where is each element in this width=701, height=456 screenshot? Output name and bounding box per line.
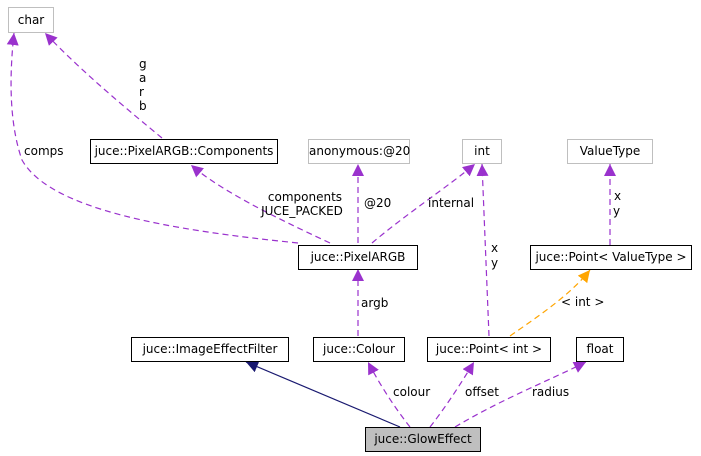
edge-point-int-to-point-template (509, 269, 591, 337)
label-g: g (139, 57, 147, 71)
label-r: r (139, 85, 144, 99)
label-at20: @20 (364, 196, 392, 210)
node-image-effect-filter[interactable]: juce::ImageEffectFilter (131, 337, 289, 362)
label-valuetype-x: x (614, 189, 622, 203)
node-point-int[interactable]: juce::Point< int > (427, 337, 551, 362)
label-a: a (139, 71, 147, 85)
node-pixelargb[interactable]: juce::PixelARGB (298, 245, 418, 270)
edge-point-int-to-int (476, 163, 490, 337)
edge-pixelargb-to-int (371, 163, 476, 244)
label-point-y: y (491, 256, 499, 270)
label-radius: radius (532, 385, 570, 399)
node-glow-effect[interactable]: juce::GlowEffect (365, 427, 481, 452)
label-components: components (267, 190, 343, 204)
edge-pixelargb-to-char (6, 32, 299, 244)
label-int-template: < int > (561, 295, 605, 309)
node-valuetype[interactable]: ValueType (567, 139, 653, 164)
node-anonymous[interactable]: anonymous:@20 (308, 139, 410, 164)
node-char[interactable]: char (8, 7, 54, 33)
edge-pixelargb-to-components (190, 164, 331, 244)
label-internal: internal (428, 196, 475, 210)
node-point-template[interactable]: juce::Point< ValueType > (530, 245, 692, 270)
node-int[interactable]: int (462, 139, 502, 164)
label-point-x: x (491, 241, 499, 255)
node-float[interactable]: float (576, 337, 624, 362)
label-juce-packed: JUCE_PACKED (261, 204, 343, 218)
label-colour: colour (393, 385, 431, 399)
edge-glow-to-float (454, 361, 587, 428)
label-comps: comps (24, 144, 64, 158)
node-pixelargb-components[interactable]: juce::PixelARGB::Components (90, 139, 278, 164)
label-b: b (139, 99, 147, 113)
edge-glow-to-colour (367, 361, 411, 428)
edge-glow-to-point-int (429, 361, 475, 428)
edge-glow-inherits-filter (245, 361, 401, 428)
edge-components-to-char (44, 32, 163, 139)
label-valuetype-y: y (613, 204, 621, 218)
label-offset: offset (465, 385, 499, 399)
label-argb: argb (361, 296, 389, 310)
node-colour[interactable]: juce::Colour (313, 337, 405, 362)
